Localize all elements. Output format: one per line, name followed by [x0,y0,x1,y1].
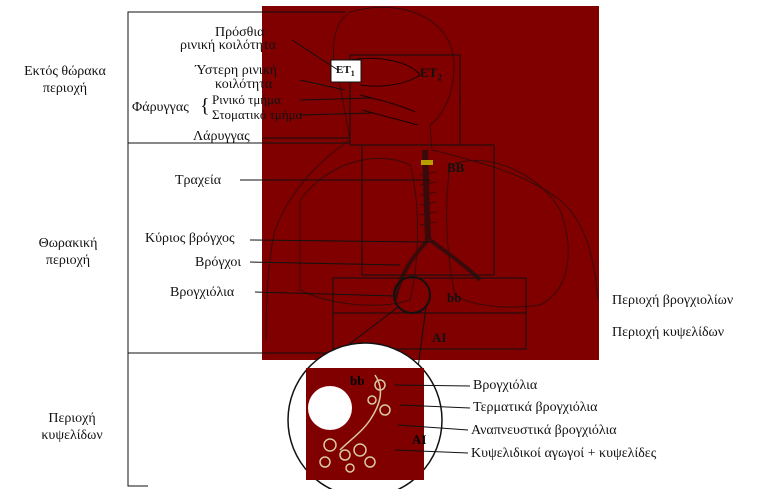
label-inset-ai: AI [412,432,426,448]
label-et1-sub: 1 [351,69,355,78]
label-posterior-nasal-2: κοιλότητα [215,77,272,92]
region-alveolar-line2: κυψελίδων [22,427,122,444]
label-et1-text: ET [336,64,351,76]
region-thoracic-line2: περιοχή [18,252,118,269]
region-thoracic: Θωρακική περιοχή [18,235,118,269]
label-oral-part: Στοματικό τμήμα [212,108,302,122]
label-bronchiolar-region: Περιοχή βρογχιολίων [612,293,733,308]
label-pharynx: Φάρυγγας [132,100,189,115]
pharynx-brace: { [200,96,210,116]
inset-hole [308,386,352,430]
region-alveolar-line1: Περιοχή [22,410,122,427]
label-bronchi: Βρόγχοι [195,255,241,270]
label-bb-small: bb [447,290,461,306]
label-et2-text: ET [420,65,437,80]
region-alveolar: Περιοχή κυψελίδων [22,410,122,444]
label-alveolar-region: Περιοχή κυψελίδων [612,325,724,340]
label-inset-bronchioles: Βρογχιόλια [473,378,537,393]
label-bronchioles: Βρογχιόλια [170,285,234,300]
label-inset-respiratory-bronchioles: Αναπνευστικά βρογχιόλια [471,423,617,438]
label-ai: AI [432,330,446,346]
label-inset-bb: bb [350,373,364,389]
label-et2-sub: 2 [437,73,442,83]
label-anterior-nasal-2: ρινική κοιλότητα [180,38,276,53]
region-thoracic-line1: Θωρακική [18,235,118,252]
larynx-marker [421,160,433,165]
label-posterior-nasal-1: Ύστερη ρινική [195,63,277,78]
label-bb: BB [447,160,464,176]
label-inset-terminal-bronchioles: Τερματικά βρογχιόλια [473,400,597,415]
label-nasal-part: Ρινικό τμήμα [212,93,281,107]
label-et1: ET1 [336,64,355,78]
label-trachea: Τραχεία [175,173,221,188]
label-inset-alveolar-ducts: Κυψελιδικοί αγωγοί + κυψελίδες [471,446,656,461]
region-extrathoracic: Εκτός θώρακα περιοχή [10,63,120,97]
region-extrathoracic-line2: περιοχή [10,80,120,97]
label-et2: ET2 [420,65,442,83]
label-larynx: Λάρυγγας [193,129,250,144]
label-main-bronchus: Κύριος βρόγχος [145,231,235,246]
region-extrathoracic-line1: Εκτός θώρακα [10,63,120,80]
